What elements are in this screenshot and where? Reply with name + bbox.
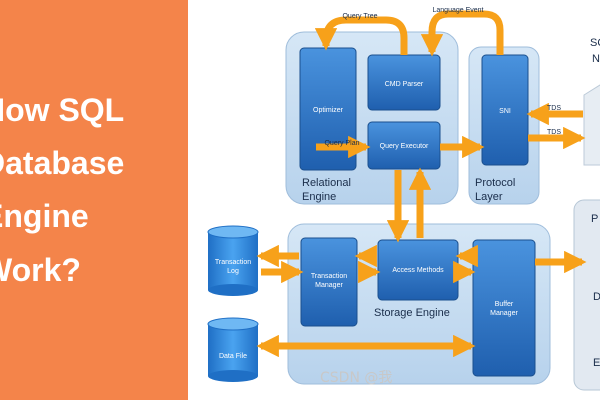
query-tree-arrow — [314, 16, 408, 55]
cmd-parser-label: CMD Parser — [385, 81, 424, 88]
title-line-3: Engine — [0, 198, 89, 234]
right-top-fragment-2: N — [592, 53, 600, 65]
access-methods-label: Access Methods — [392, 267, 444, 274]
sql-engine-architecture-diagram: Query Tree Language Event Query Plan TDS… — [207, 7, 600, 391]
title-panel: How SQL Database Engine Work? — [0, 0, 188, 400]
right-top-fragment-1: SQ — [590, 37, 600, 49]
storage-engine-label: Storage Engine — [374, 307, 450, 319]
right-middle-fragment-1: P — [591, 213, 598, 225]
right-middle-fragment-2: D — [593, 291, 600, 303]
tds-in-label: TDS — [547, 105, 561, 112]
tds-out-label: TDS — [547, 129, 561, 136]
title-line-2: Database — [0, 145, 125, 181]
title-line-4: Work? — [0, 252, 81, 288]
buffer-manager-label-2: Manager — [490, 310, 518, 317]
query-executor-label: Query Executor — [380, 143, 429, 150]
protocol-layer-label-2: Layer — [475, 191, 503, 203]
optimizer-label: Optimizer — [313, 107, 344, 114]
transaction-log-label-2: Log — [227, 268, 239, 275]
relational-engine-label-1: Relational — [302, 177, 351, 189]
buffer-manager-box — [472, 239, 536, 377]
transaction-manager-label-2: Manager — [315, 282, 343, 289]
right-group-partial — [573, 199, 600, 391]
transaction-log-label-1: Transaction — [215, 259, 251, 266]
title-line-1: How SQL — [0, 92, 125, 128]
transaction-manager-label-1: Transaction — [311, 273, 347, 280]
protocol-layer-label-1: Protocol — [475, 177, 515, 189]
buffer-manager-label-1: Buffer — [495, 301, 514, 308]
relational-engine-label-2: Engine — [302, 191, 336, 203]
sni-label: SNI — [499, 108, 511, 115]
query-tree-label: Query Tree — [342, 13, 377, 20]
query-plan-label: Query Plan — [324, 140, 359, 147]
transaction-log-cylinder — [207, 225, 259, 296]
network-shape-partial — [583, 84, 600, 166]
language-event-arrow — [420, 10, 504, 57]
language-event-label: Language Event — [433, 7, 484, 14]
data-file-label: Data File — [219, 353, 247, 360]
right-bottom-fragment: E — [593, 357, 600, 369]
watermark: CSDN @我 — [320, 370, 393, 386]
data-file-cylinder — [207, 317, 259, 382]
